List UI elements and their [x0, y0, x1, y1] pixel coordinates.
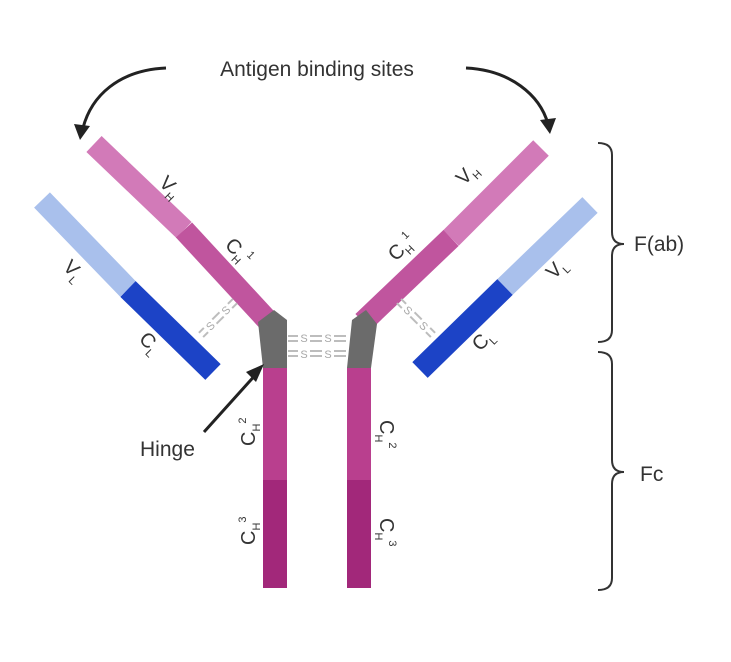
left-vh-domain	[86, 136, 192, 238]
right-ch3-label: CH3	[372, 518, 398, 547]
left-hinge	[258, 310, 287, 368]
right-vh-label: VH	[452, 159, 485, 192]
left-arm-s-2: S	[220, 304, 234, 318]
hinge-s-3: S	[300, 349, 307, 361]
hinge-s-1: S	[300, 333, 307, 345]
right-ch2-label: CH2	[372, 420, 398, 449]
fab-label: F(ab)	[634, 233, 684, 256]
fc-brace	[597, 351, 625, 591]
left-cl-domain	[120, 281, 221, 380]
left-arrowhead	[74, 124, 90, 140]
hinge-label: Hinge	[140, 438, 195, 461]
left-arm-s-1: S	[204, 320, 218, 334]
right-ch2-domain	[347, 368, 371, 480]
right-cl-domain	[412, 279, 513, 378]
right-arm-disulfide-bond: S S	[396, 298, 436, 338]
right-vh-domain	[443, 140, 549, 246]
left-vl-label: VL	[56, 256, 87, 287]
left-ch3-domain	[263, 480, 287, 588]
right-ch3-domain	[347, 480, 371, 588]
left-ch3-label: CH3	[237, 516, 263, 545]
fab-brace	[597, 142, 625, 343]
left-arm-disulfide-bond: S S	[198, 298, 238, 338]
hinge-s-4: S	[324, 349, 331, 361]
right-arrowhead	[540, 118, 556, 134]
right-ch1-domain	[355, 230, 459, 330]
left-vl-domain	[34, 192, 136, 297]
right-light-chain	[412, 197, 598, 378]
right-arm-s-2: S	[416, 320, 430, 334]
left-ch1-domain	[175, 222, 278, 330]
hinge-disulfide-bonds: S S S S	[288, 330, 346, 361]
right-binding-arrow	[465, 66, 550, 125]
right-hinge	[347, 310, 377, 368]
left-ch2-label: CH2	[237, 417, 263, 446]
hinge-arrow	[202, 370, 260, 434]
hinge-s-2: S	[324, 333, 331, 345]
left-binding-arrow	[80, 66, 167, 133]
hinge-arrowhead	[246, 364, 264, 382]
right-vl-domain	[497, 197, 598, 295]
title-label: Antigen binding sites	[220, 58, 414, 81]
left-ch2-domain	[263, 368, 287, 480]
right-heavy-arm	[355, 140, 549, 330]
right-arm-s-1: S	[401, 304, 415, 318]
fc-label: Fc	[640, 463, 663, 486]
left-light-chain	[34, 192, 221, 380]
left-heavy-arm	[86, 136, 278, 330]
